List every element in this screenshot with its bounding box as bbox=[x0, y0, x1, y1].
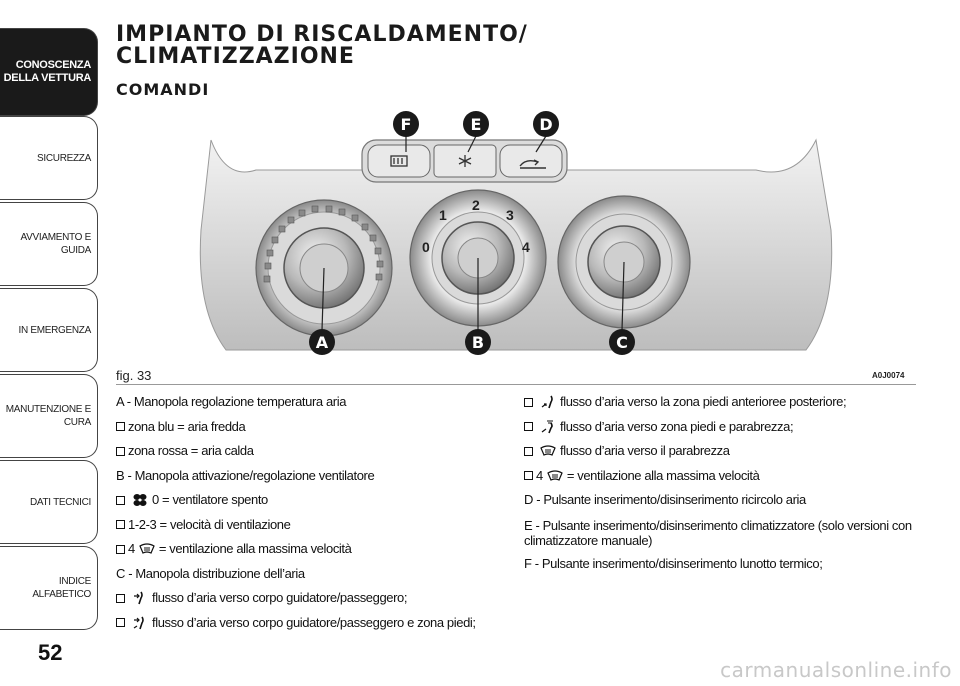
fan-speed-4-label: 4 bbox=[522, 239, 530, 255]
knob-a-heading: A - Manopola regolazione temperatura ari… bbox=[116, 394, 347, 409]
list-item: 4 = ventilazione alla massima velocità bbox=[524, 464, 924, 489]
bullet-icon bbox=[524, 446, 533, 456]
bullet-icon bbox=[116, 593, 125, 603]
tab-label: AVVIAMENTO E GUIDA bbox=[20, 232, 92, 256]
windshield-defrost-icon bbox=[138, 542, 156, 556]
section-subtitle: COMANDI bbox=[116, 80, 210, 99]
list-item: flusso d’aria verso la zona piedi anteri… bbox=[524, 390, 924, 415]
tab-label: IN EMERGENZA bbox=[18, 324, 91, 336]
fan-speed-3-label: 3 bbox=[506, 207, 514, 223]
bullet-icon bbox=[116, 520, 125, 530]
item-text: flusso d’aria verso corpo guidatore/pass… bbox=[152, 614, 476, 630]
list-item: zona rossa = aria calda bbox=[116, 439, 506, 464]
list-item: zona blu = aria fredda bbox=[116, 415, 506, 440]
item-text: = ventilazione alla massima velocità bbox=[158, 541, 352, 556]
airflow-feet-icon bbox=[539, 395, 557, 409]
item-text: flusso d’aria verso corpo guidatore/pass… bbox=[152, 590, 408, 605]
item-text: 0 = ventilatore spento bbox=[152, 492, 268, 507]
tab-label: CONOSCENZA DELLA VETTURA bbox=[3, 59, 92, 84]
left-column: A - Manopola regolazione temperatura ari… bbox=[116, 390, 506, 635]
item-prefix: 4 bbox=[536, 467, 543, 483]
temperature-scale bbox=[263, 205, 384, 283]
windshield-icon bbox=[539, 444, 557, 458]
snowflake-icon bbox=[458, 155, 472, 167]
knob-c-heading: C - Manopola distribuzione dell’aria bbox=[116, 565, 305, 581]
fan-icon bbox=[131, 493, 149, 507]
rear-defrost-icon bbox=[390, 155, 408, 167]
tab-sicurezza[interactable]: SICUREZZA bbox=[0, 116, 98, 200]
list-item: 4 = ventilazione alla massima velocità bbox=[116, 537, 506, 562]
callout-f: F bbox=[401, 115, 412, 134]
item-text: flusso d’aria verso il parabrezza bbox=[560, 443, 730, 458]
airflow-feet-windshield-icon bbox=[539, 420, 557, 434]
tab-label: MANUTENZIONE E CURA bbox=[5, 404, 92, 428]
bullet-icon bbox=[116, 422, 125, 432]
callout-b: B bbox=[472, 333, 484, 352]
list-item: 1-2-3 = velocità di ventilazione bbox=[116, 513, 506, 538]
tab-avviamento-e-guida[interactable]: AVVIAMENTO E GUIDA bbox=[0, 202, 98, 286]
item-text: zona rossa = aria calda bbox=[128, 443, 254, 458]
button-f-description: F - Pulsante inserimento/disinserimento … bbox=[524, 555, 823, 571]
item-text: flusso d’aria verso la zona piedi anteri… bbox=[560, 394, 847, 409]
windshield-defrost-icon bbox=[546, 469, 564, 483]
fan-speed-0-label: 0 bbox=[422, 239, 430, 255]
tab-label: SICUREZZA bbox=[37, 152, 91, 164]
fan-speed-2-label: 2 bbox=[472, 197, 480, 213]
callout-a: A bbox=[316, 333, 329, 352]
item-text: = ventilazione alla massima velocità bbox=[566, 467, 760, 483]
tab-label: DATI TECNICI bbox=[29, 496, 91, 508]
item-text: flusso d’aria verso zona piedi e parabre… bbox=[560, 418, 794, 434]
tab-dati-tecnici[interactable]: DATI TECNICI bbox=[0, 460, 98, 544]
air-distribution-knob-c bbox=[557, 195, 691, 329]
figure-caption: fig. 33 bbox=[116, 368, 152, 383]
tab-manutenzione-e-cura[interactable]: MANUTENZIONE E CURA bbox=[0, 374, 98, 458]
bullet-icon bbox=[116, 618, 125, 628]
page-title: IMPIANTO DI RISCALDAMENTO/ CLIMATIZZAZIO… bbox=[116, 22, 528, 69]
bullet-icon bbox=[116, 446, 125, 456]
tab-label: INDICE ALFABETICO bbox=[32, 576, 91, 600]
list-item: flusso d’aria verso zona piedi e parabre… bbox=[524, 415, 924, 440]
page-number: 52 bbox=[38, 640, 63, 665]
watermark: carmanualsonline.info bbox=[720, 658, 952, 682]
fan-speed-1-label: 1 bbox=[439, 207, 447, 223]
list-item: flusso d’aria verso corpo guidatore/pass… bbox=[116, 611, 506, 636]
list-item: 0 = ventilatore spento bbox=[116, 488, 506, 513]
right-column: flusso d’aria verso la zona piedi anteri… bbox=[524, 390, 924, 576]
tab-conoscenza-della-vettura[interactable]: CONOSCENZA DELLA VETTURA bbox=[0, 28, 98, 116]
bullet-icon bbox=[524, 471, 533, 481]
list-item: flusso d’aria verso il parabrezza bbox=[524, 439, 924, 464]
bullet-icon bbox=[116, 544, 125, 554]
button-d-description: D - Pulsante inserimento/disinserimento … bbox=[524, 492, 806, 507]
bullet-icon bbox=[524, 422, 533, 432]
list-item: flusso d’aria verso corpo guidatore/pass… bbox=[116, 586, 506, 611]
callout-e: E bbox=[471, 115, 482, 134]
figure-code: A0J0074 bbox=[872, 371, 905, 380]
knob-b-heading: B - Manopola attivazione/regolazione ven… bbox=[116, 467, 375, 483]
callout-d: D bbox=[539, 115, 552, 134]
tab-indice-alfabetico[interactable]: INDICE ALFABETICO bbox=[0, 546, 98, 630]
airflow-body-icon bbox=[131, 591, 149, 605]
airflow-body-feet-icon bbox=[131, 616, 149, 630]
button-e-description: E - Pulsante inserimento/disinserimento … bbox=[524, 517, 912, 548]
tab-in-emergenza[interactable]: IN EMERGENZA bbox=[0, 288, 98, 372]
figure-divider bbox=[116, 384, 916, 385]
rear-defrost-button bbox=[367, 144, 431, 178]
item-text: zona blu = aria fredda bbox=[128, 418, 246, 434]
climate-control-figure: 0 1 2 3 4 A B C F E D bbox=[116, 100, 916, 366]
item-text: 1-2-3 = velocità di ventilazione bbox=[128, 516, 291, 532]
callout-c: C bbox=[616, 333, 628, 352]
item-prefix: 4 bbox=[128, 541, 135, 556]
recirculation-icon bbox=[519, 159, 546, 169]
bullet-icon bbox=[116, 495, 125, 505]
bullet-icon bbox=[524, 397, 533, 407]
